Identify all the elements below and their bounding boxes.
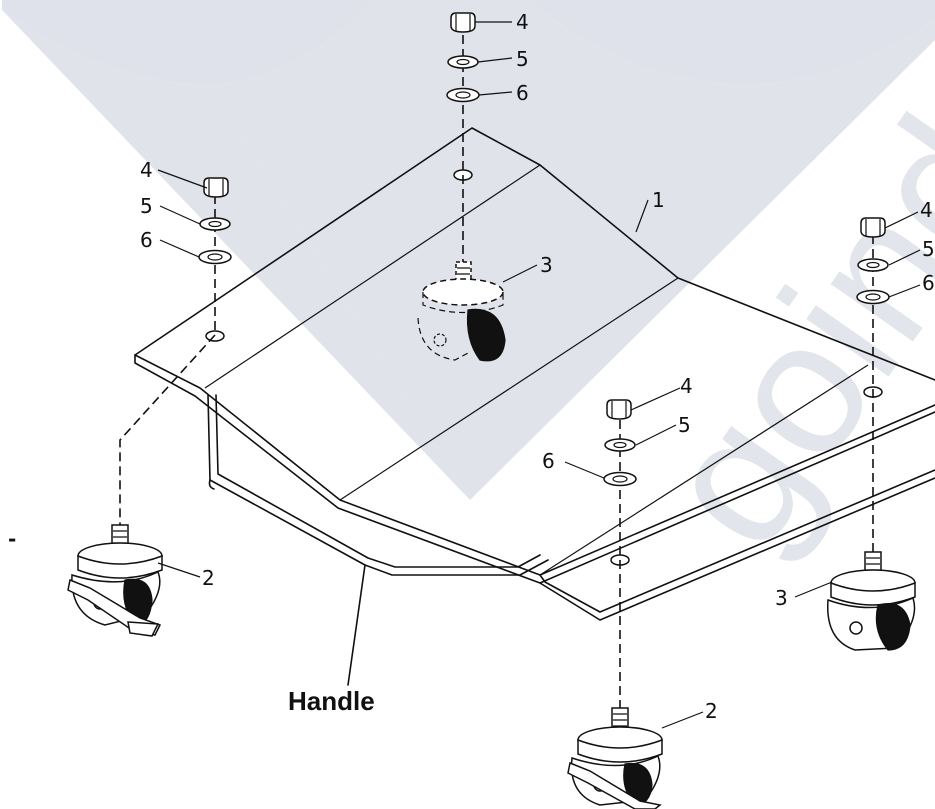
handle-rod bbox=[207, 394, 549, 576]
callout-5-left: 5 bbox=[140, 194, 153, 218]
caster-swivel-center bbox=[417, 261, 506, 362]
bolt-center bbox=[450, 12, 476, 33]
callout-labels: 4 5 6 4 5 6 1 3 4 5 6 4 5 6 2 2 3 bbox=[140, 10, 935, 723]
callout-3-center: 3 bbox=[540, 253, 553, 277]
callout-4-front: 4 bbox=[680, 374, 693, 398]
caster-swivel-right bbox=[826, 551, 916, 651]
flat-washers bbox=[198, 87, 890, 487]
lock-washers bbox=[199, 55, 889, 452]
callout-4-center: 4 bbox=[516, 10, 529, 34]
callout-4-right: 4 bbox=[920, 198, 933, 222]
callout-4-left: 4 bbox=[140, 158, 153, 182]
assembly-lines bbox=[119, 35, 874, 710]
caster-locking-front bbox=[567, 707, 663, 809]
callout-5-right: 5 bbox=[922, 237, 935, 261]
callout-6-front: 6 bbox=[542, 449, 555, 473]
callout-5-center: 5 bbox=[516, 47, 529, 71]
bolt-left bbox=[203, 177, 229, 198]
bolt-front bbox=[606, 399, 632, 420]
callout-3-right: 3 bbox=[775, 586, 788, 610]
callout-6-right: 6 bbox=[922, 271, 935, 295]
callout-1-panel: 1 bbox=[652, 188, 665, 212]
bolt-right bbox=[860, 217, 886, 238]
callout-5-front: 5 bbox=[678, 413, 691, 437]
leader-lines bbox=[157, 21, 921, 729]
callout-6-center: 6 bbox=[516, 81, 529, 105]
stray-dash-mark: - bbox=[8, 527, 16, 551]
callout-2-left: 2 bbox=[202, 566, 215, 590]
handle-label: Handle bbox=[288, 686, 375, 716]
watermark-logo: goind.c bbox=[2, 0, 935, 584]
panel-plate bbox=[134, 127, 935, 621]
callout-6-left: 6 bbox=[140, 228, 153, 252]
callout-2-front: 2 bbox=[705, 699, 718, 723]
caster-locking-left bbox=[67, 524, 163, 637]
